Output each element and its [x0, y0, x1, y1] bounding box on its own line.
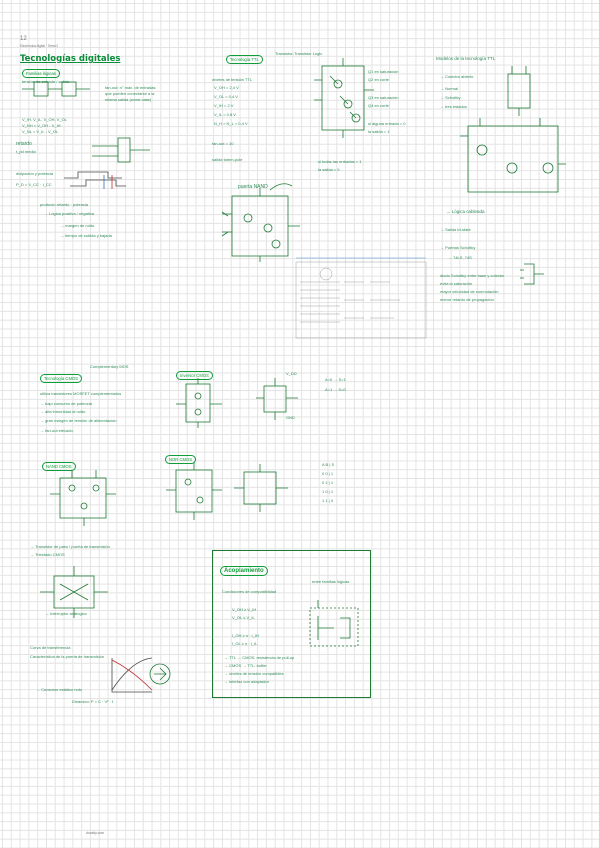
acoplamiento-box [212, 550, 371, 698]
ttl-tag: Transistor-Transistor Logic [275, 51, 323, 56]
item: → 74LS, 74S [448, 255, 472, 260]
note-orange: la salida = 0 [318, 167, 340, 172]
note-orange: menor retardo de propagación [440, 297, 494, 302]
pill-ttl: Tecnología TTL [226, 55, 263, 64]
truth: A=1 → S=0 [325, 387, 346, 392]
note: niveles de tensión TTL [212, 77, 253, 82]
truth-row: 1 0 | 1 [322, 489, 334, 494]
section-title-modelos: Modelos de la tecnología TTL [436, 56, 496, 61]
acop-note: → interfaz con adaptador [224, 679, 269, 684]
note-orange: Q3 en saturación [368, 95, 399, 100]
pill-inversor: Inversor CMOS [176, 371, 213, 380]
note-orange: mayor velocidad de conmutación [440, 289, 499, 294]
note: misma salida (worst case) [105, 97, 152, 102]
item: → Colector abierto [440, 74, 474, 79]
acop-tag: entre familias lógicas [312, 579, 350, 584]
item: Curva de transferencia [30, 645, 71, 650]
note: V_NH = V_OH - V_IH [22, 123, 61, 128]
item: → Schottky [440, 95, 461, 100]
condition: I_OH ≥ n · I_IH [232, 633, 259, 638]
note: → tiempo de subida y bajada [60, 233, 112, 238]
cmos-tag: Complementary MOS [90, 364, 129, 369]
footer: docsity.com [86, 831, 105, 835]
condition: V_OH ≥ V_IH [232, 607, 257, 612]
note-orange: Q1 en saturación [368, 69, 399, 74]
note: V_IL = 0,8 V [214, 112, 236, 117]
truth: GND [286, 415, 295, 420]
note: → Lógica positiva / negativa [44, 211, 95, 216]
pill-acoplamiento: Acoplamiento [220, 566, 268, 576]
note: → gran margen de tensión de alimentación [40, 418, 117, 423]
note: → alta inmunidad al ruido [40, 409, 86, 414]
note: N_H = N_L = 0,4 V [214, 121, 248, 126]
truth-row: 1 1 | 0 [322, 498, 334, 503]
item: → Consumo estático nulo [36, 687, 82, 692]
note: que pueden conectarse a la [105, 91, 155, 96]
note: V_OL = 0,4 V [214, 94, 238, 99]
truth: A=0 → S=1 [325, 377, 346, 382]
pill-nand: NAND CMOS [42, 462, 76, 471]
item: → Transistor de paso / puerta de transmi… [30, 544, 110, 549]
note: t_pd medio [16, 149, 36, 154]
note: fan-out = 10 [212, 141, 234, 146]
note-orange: diodo Schottky entre base y colector [440, 273, 505, 278]
item: Característica de la puerta de transmisi… [30, 654, 105, 659]
note-orange: Q2 en corte [368, 77, 389, 82]
acop-subtitle: Condiciones de compatibilidad [222, 589, 277, 594]
acop-note: → CMOS → TTL: buffer [224, 663, 267, 668]
pill-familias: Familias lógicas [22, 69, 60, 78]
item: → Salida tri-state [440, 227, 471, 232]
page-subtitle: Electrònica digital · Tema 2 [20, 44, 59, 48]
level-box-out [33, 81, 49, 97]
note: → fan-out elevado [40, 428, 73, 433]
note: fan-out: n° máx. de entradas [105, 85, 156, 90]
note: tensión de entrada / salida [22, 79, 69, 84]
note-orange: si alguna entrada = 0 [368, 121, 406, 126]
note-orange: Q4 en corte [368, 103, 389, 108]
level-box-in [61, 81, 77, 97]
condition: I_OL ≥ n · I_IL [232, 641, 258, 646]
note: puerta NAND [238, 184, 268, 190]
note: → margen de ruido [60, 223, 95, 228]
acop-note: → niveles de tensión compatibles [224, 671, 284, 676]
note: disipación y potencia [16, 171, 54, 176]
note: retardo [16, 141, 32, 147]
section-title-tecnologias: Tecnologías digitales [20, 54, 121, 64]
note: V_IH, V_IL, V_OH, V_OL [22, 117, 67, 122]
item: → Lógica cableada [446, 209, 485, 214]
item: → Triestado CMOS [30, 552, 65, 557]
pill-cmos: Tecnología CMOS [40, 374, 82, 383]
note: P_D = V_CC · I_CC [16, 182, 52, 187]
note: salida tótem-pole [212, 157, 243, 162]
item: → tres estados [440, 104, 467, 109]
item: → Puertas Schottky [440, 245, 476, 250]
note: V_IH = 2 V [214, 103, 234, 108]
acop-note: → TTL → CMOS: resistencia de pull-up [224, 655, 295, 660]
pill-nor: NOR CMOS [165, 455, 197, 464]
condition: V_OL ≤ V_IL [232, 615, 255, 620]
note-orange: evita la saturación [440, 281, 473, 286]
truth: V_DD [286, 371, 297, 376]
note: → bajo consumo de potencia [40, 401, 92, 406]
note: producto retardo · potencia [40, 202, 89, 207]
item: → Interruptor analógico [45, 611, 87, 616]
gate-box [117, 137, 131, 163]
note: V_OH = 2,4 V [214, 85, 239, 90]
item: → Normal [440, 86, 459, 91]
truth-row: A B | S [322, 462, 335, 467]
note: V_NL = V_IL - V_OL [22, 129, 59, 134]
truth-row: 0 1 | 1 [322, 480, 334, 485]
item: Dinámico: P = C · V² · f [72, 699, 114, 704]
truth-row: 0 0 | 1 [322, 471, 334, 476]
note-orange: si todas las entradas = 1 [318, 159, 362, 164]
note-orange: la salida = 1 [368, 129, 390, 134]
note: utiliza transistores MOSFET complementar… [40, 391, 122, 396]
page-number: 12 [20, 36, 27, 42]
